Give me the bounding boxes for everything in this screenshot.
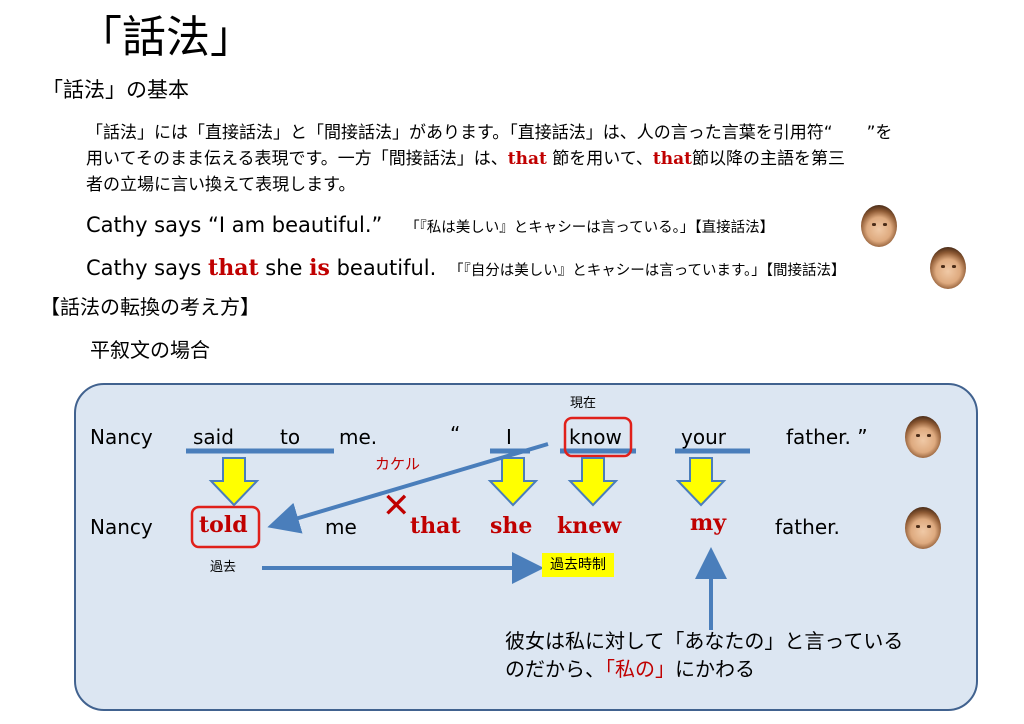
explanation-text: にかわる xyxy=(675,657,755,681)
cross-mark-icon: ✕ xyxy=(382,486,411,526)
word-nancy: Nancy xyxy=(90,425,153,449)
cathy-face-image xyxy=(861,205,897,247)
word-i: I xyxy=(506,425,512,449)
indirect-example-text: she xyxy=(258,256,310,280)
indirect-example: Cathy says that she is beautiful. 「『自分は美… xyxy=(86,254,846,285)
basics-heading: 「話法」の基本 xyxy=(42,78,189,102)
explanation-line-1: 彼女は私に対して「あなたの」と言っている xyxy=(505,629,904,653)
nancy-face-image xyxy=(905,507,941,549)
paragraph-text: 節を用いて、 xyxy=(546,149,653,169)
paragraph-line-3: 者の立場に言い換えて表現します。 xyxy=(86,175,356,195)
is-keyword: is xyxy=(309,255,330,281)
word-nancy-2: Nancy xyxy=(90,515,153,539)
kakeru-label: カケル xyxy=(375,455,421,473)
explanation-text: のだから、 xyxy=(505,657,605,681)
word-me-2: me xyxy=(325,515,357,539)
quote-open: “ xyxy=(450,422,461,446)
word-said: said xyxy=(193,425,234,449)
know-highlight-box xyxy=(563,416,633,458)
word-father-quoted: father. ” xyxy=(786,425,868,449)
paragraph-text: 節以降の主語を第三 xyxy=(692,149,846,169)
explanation-highlight: 「私の」 xyxy=(605,657,675,681)
conversion-arrow-your xyxy=(675,457,727,507)
that-keyword: that xyxy=(652,149,693,169)
paragraph-line-1: 「話法」には「直接話法」と「間接話法」があります。「直接話法」は、人の言った言葉… xyxy=(86,123,893,143)
word-father: father. xyxy=(775,515,840,539)
word-knew: knew xyxy=(557,513,622,539)
page-title: 「話法」 xyxy=(78,12,254,63)
conversion-arrow-said xyxy=(208,457,260,507)
conversion-arrow-i xyxy=(487,457,539,507)
explanation-line-2: のだから、「私の」にかわる xyxy=(505,655,755,683)
conversion-arrow-know xyxy=(567,457,619,507)
word-to: to xyxy=(280,425,301,449)
word-me: me. xyxy=(339,425,378,449)
paragraph-text: 用いてそのまま伝える表現です。一方「間接話法」は、 xyxy=(86,149,508,169)
direct-example-english: Cathy says “I am beautiful.” xyxy=(86,213,383,237)
word-know: know xyxy=(569,425,622,449)
past-label: 過去 xyxy=(210,560,237,575)
word-that: that xyxy=(410,513,461,539)
indirect-example-text: beautiful. xyxy=(329,256,437,280)
word-my: my xyxy=(690,510,727,536)
nancy-face-image xyxy=(905,416,941,458)
tense-link-arrow xyxy=(267,442,549,534)
indirect-example-japanese: 「『自分は美しい』とキャシーは言っています。」【間接話法】 xyxy=(448,263,846,279)
told-highlight-box xyxy=(190,505,261,549)
direct-example-japanese: 「『私は美しい』とキャシーは言っている。」【直接話法】 xyxy=(405,220,775,236)
direct-example: Cathy says “I am beautiful.” 「『私は美しい』とキャ… xyxy=(86,211,774,242)
cathy-face-image xyxy=(930,247,966,289)
indirect-example-text: Cathy says xyxy=(86,256,209,280)
word-she: she xyxy=(490,513,533,539)
section-heading: 【話法の転換の考え方】 xyxy=(40,295,260,319)
present-label: 現在 xyxy=(570,396,597,411)
word-your: your xyxy=(681,425,726,449)
that-keyword: that xyxy=(208,255,259,281)
paragraph-line-2: 用いてそのまま伝える表現です。一方「間接話法」は、that 節を用いて、that… xyxy=(86,146,845,172)
past-tense-tag: 過去時制 xyxy=(542,553,614,577)
that-keyword: that xyxy=(507,149,547,169)
word-told: told xyxy=(199,512,248,538)
case-heading: 平叙文の場合 xyxy=(90,338,210,362)
